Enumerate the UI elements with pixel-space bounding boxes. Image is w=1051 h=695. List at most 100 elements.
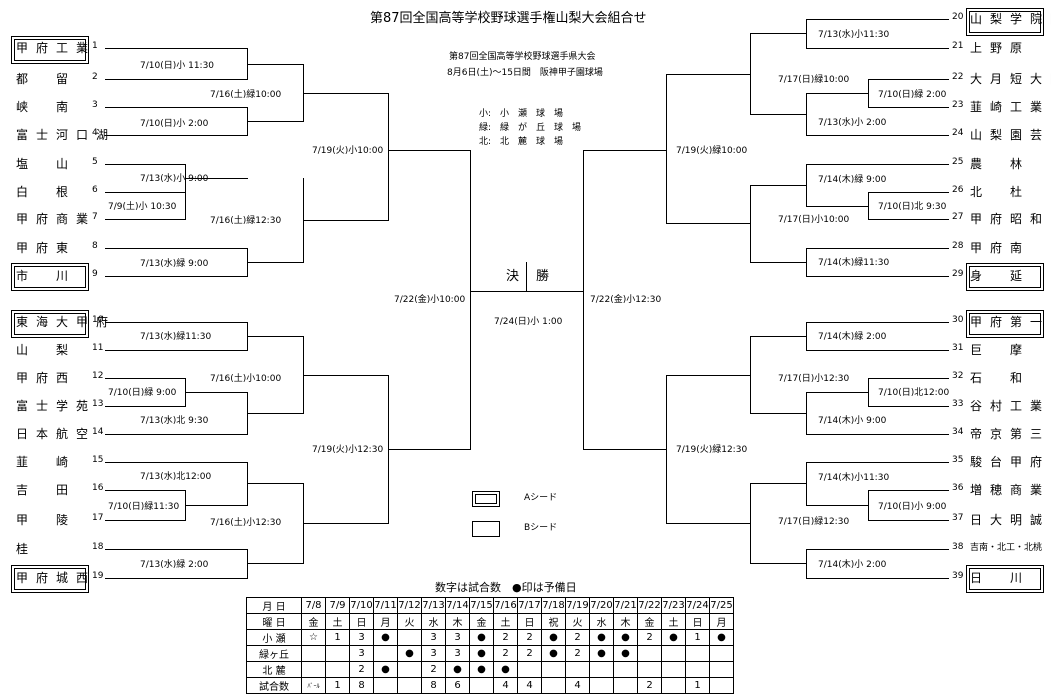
bracket-line [806,350,949,351]
team-name: 甲府西 [16,371,77,385]
calendar-row-header: 月 日 [246,597,302,614]
game-schedule: 7/14(木)小 9:00 [818,416,887,426]
bracket-line [583,449,667,450]
bracket-line [303,93,389,94]
calendar-cell [565,661,590,678]
game-schedule: 7/14(木)小11:30 [818,473,890,483]
game-schedule: 7/13(水)小11:30 [818,30,890,40]
seed-a-box [966,565,1044,593]
calendar-cell [325,661,350,678]
bracket-line [806,434,949,435]
venue-hokuroku: 北: 北 麓 球 場 [479,137,564,147]
team-number: 9 [92,269,98,279]
bracket-line [105,549,248,550]
calendar-cell: 2 [517,629,542,646]
team-name: 吉南・北工・北桃 [970,543,1043,553]
bracket-line [105,219,186,220]
bracket-line [388,93,389,221]
seed-a-box [966,310,1044,338]
game-schedule: 7/19(火)小12:30 [312,445,384,455]
calendar-cell [589,661,614,678]
bracket-line [105,434,248,435]
game-schedule: 7/17(日)小10:00 [778,215,850,225]
calendar-cell: 7/9 [325,597,350,614]
calendar-cell: 3 [349,645,374,662]
seed-a-box [11,36,89,64]
calendar-cell: 7/25 [709,597,734,614]
calendar-cell: 3 [421,629,446,646]
venue-midorigaoka: 緑: 緑 が 丘 球 場 [479,123,582,133]
bracket-line [868,378,949,379]
team-name: 甲府工業 [16,41,97,55]
calendar-cell [613,661,638,678]
team-number: 21 [952,41,964,51]
team-name: 東海大甲府 [16,315,117,329]
bracket-line [750,413,807,414]
game-schedule: 7/13(水)緑11:30 [140,332,212,342]
bracket-line [806,462,949,463]
calendar-cell [397,661,422,678]
bracket-line [666,223,751,224]
team-name: 巨 摩 [970,343,1031,357]
team-name: 富士河口湖 [16,128,117,142]
calendar-cell: 土 [493,613,518,630]
bracket-line [806,322,949,323]
calendar-cell [709,645,734,662]
calendar-cell [541,661,566,678]
bracket-line [185,192,186,220]
calendar-cell: 7/15 [469,597,494,614]
team-number: 7 [92,212,98,222]
game-schedule: 7/16(土)緑10:00 [210,90,282,100]
bracket-line [806,19,807,49]
bracket-line [806,93,869,94]
bracket-line [868,406,949,407]
calendar-cell: ● [493,661,518,678]
team-number: 22 [952,72,964,82]
calendar-cell: 2 [565,645,590,662]
team-number: 19 [92,571,104,581]
game-schedule: 7/10(日)小 9:00 [878,502,947,512]
calendar-cell: ● [469,629,494,646]
team-number: 11 [92,343,104,353]
calendar-cell: 日 [685,613,710,630]
team-name: 甲府南 [970,241,1031,255]
bracket-line [185,505,248,506]
bracket-line [247,413,304,414]
game-schedule: 7/13(水)北 9:30 [140,416,209,426]
bracket-line [806,505,869,506]
game-schedule: 7/19(火)緑10:00 [676,146,748,156]
team-name: 富士学苑 [16,399,97,413]
team-name: 甲府東 [16,241,77,255]
team-name: 大月短大附 [970,72,1051,86]
calendar-cell [613,677,638,694]
calendar-cell: 水 [421,613,446,630]
bracket-line [806,392,869,393]
bracket-line [105,462,248,463]
calendar-cell: 3 [445,645,470,662]
bracket-line [806,48,949,49]
calendar-cell: 2 [565,629,590,646]
seed-a-box [966,8,1044,36]
calendar-cell: 7/12 [397,597,422,614]
calendar-cell [685,645,710,662]
bracket-line [105,248,248,249]
calendar-row-header: 試合数 [246,677,302,694]
bracket-line [470,291,584,292]
bracket-line [868,490,949,491]
bracket-line [247,462,248,506]
calendar-cell [709,677,734,694]
calendar-cell: 4 [517,677,542,694]
calendar-cell: ﾊﾞｰﾙ [301,677,326,694]
calendar-cell [661,677,686,694]
game-schedule: 7/17(日)緑12:30 [778,517,850,527]
calendar-cell: 月 [709,613,734,630]
bracket-line [247,121,304,122]
calendar-cell [373,645,398,662]
team-name: 甲府昭和 [970,212,1051,226]
calendar-cell: 7/23 [661,597,686,614]
calendar-cell [301,645,326,662]
bracket-line [806,549,807,579]
calendar-cell: ● [661,629,686,646]
